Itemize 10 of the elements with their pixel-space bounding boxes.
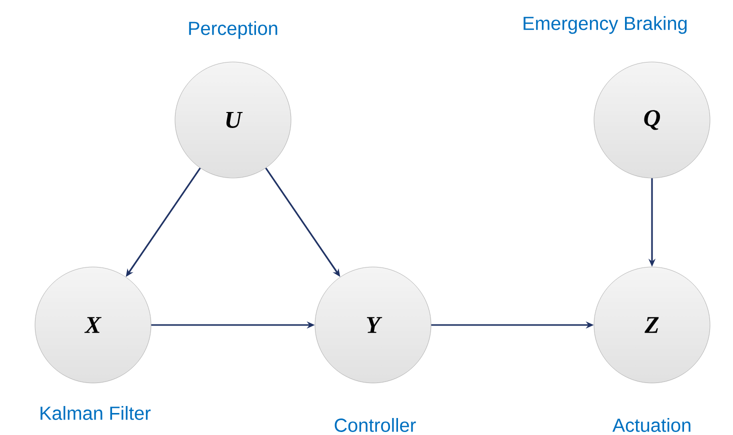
circle-node: Y: [314, 266, 432, 384]
node-caption: Actuation: [612, 418, 690, 432]
node-caption: Kalman Filter: [40, 406, 151, 420]
node-caption: Perception: [189, 21, 278, 39]
circle-node: Z: [594, 266, 710, 384]
circle-node: X: [34, 266, 152, 384]
node-caption: Controller: [334, 418, 416, 432]
circle-node: U: [174, 62, 292, 178]
circle-node: Q: [594, 62, 710, 178]
node-caption: Emergency Braking: [524, 16, 687, 34]
